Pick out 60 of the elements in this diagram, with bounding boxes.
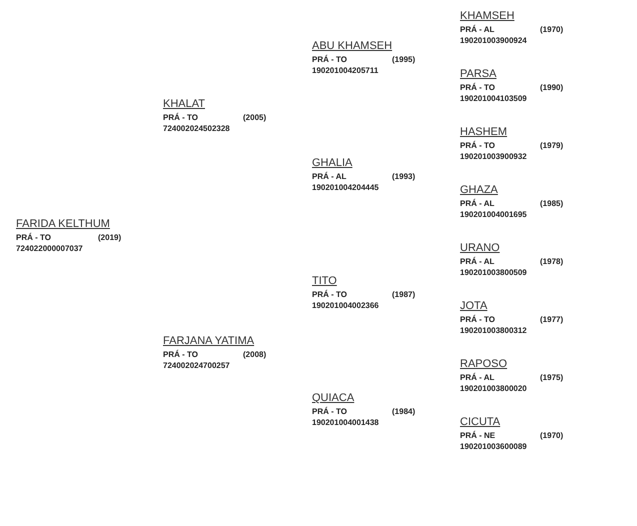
registration-number: 190201003800312: [460, 326, 527, 335]
registration-number: 724022000007037: [16, 244, 83, 253]
registration-number: 724002024700257: [163, 361, 230, 370]
birth-year: (1978): [540, 257, 564, 266]
horse-name: GHALIA: [312, 157, 352, 169]
breed-code: PRÁ - NE: [460, 431, 496, 440]
horse-name: ABU KHAMSEH: [312, 40, 392, 52]
birth-year: (2005): [243, 113, 266, 122]
registration-number: 190201004001438: [312, 418, 379, 427]
registration-number: 190201003800509: [460, 268, 527, 277]
horse-name: KHAMSEH: [460, 10, 514, 22]
breed-code: PRÁ - TO: [460, 83, 495, 92]
registration-number: 724002024502328: [163, 124, 230, 133]
registration-number: 190201003600089: [460, 442, 527, 451]
breed-code: PRÁ - AL: [460, 25, 494, 34]
breed-code: PRÁ - AL: [460, 199, 494, 208]
birth-year: (1984): [392, 407, 416, 416]
breed-code: PRÁ - TO: [460, 315, 495, 324]
horse-name: QUIACA: [312, 392, 354, 404]
breed-code: PRÁ - TO: [16, 233, 51, 242]
birth-year: (2008): [243, 350, 266, 359]
birth-year: (1990): [540, 83, 564, 92]
horse-name: PARSA: [460, 68, 496, 80]
breed-code: PRÁ - AL: [460, 373, 494, 382]
registration-number: 190201004205711: [312, 66, 378, 75]
breed-code: PRÁ - AL: [312, 172, 346, 181]
horse-name: URANO: [460, 242, 500, 254]
breed-code: PRÁ - TO: [163, 113, 198, 122]
breed-code: PRÁ - TO: [312, 407, 347, 416]
breed-code: PRÁ - AL: [460, 257, 494, 266]
horse-name: KHALAT: [163, 98, 205, 110]
horse-name: TITO: [312, 275, 337, 287]
birth-year: (1993): [392, 172, 416, 181]
registration-number: 190201004204445: [312, 183, 379, 192]
registration-number: 190201004002366: [312, 301, 379, 310]
birth-year: (1995): [392, 55, 416, 64]
birth-year: (1979): [540, 141, 564, 150]
registration-number: 190201003800020: [460, 384, 527, 393]
birth-year: (1985): [540, 199, 564, 208]
birth-year: (1975): [540, 373, 564, 382]
horse-name: FARJANA YATIMA: [163, 335, 254, 347]
birth-year: (2019): [98, 233, 122, 242]
breed-code: PRÁ - TO: [163, 350, 198, 359]
breed-code: PRÁ - TO: [312, 290, 347, 299]
birth-year: (1970): [540, 25, 564, 34]
horse-name: FARIDA KELTHUM: [16, 218, 110, 230]
registration-number: 190201004001695: [460, 210, 527, 219]
birth-year: (1987): [392, 290, 416, 299]
horse-name: GHAZA: [460, 184, 498, 196]
breed-code: PRÁ - TO: [460, 141, 495, 150]
horse-name: CICUTA: [460, 416, 500, 428]
registration-number: 190201003900924: [460, 36, 527, 45]
registration-number: 190201003900932: [460, 152, 527, 161]
registration-number: 190201004103509: [460, 94, 527, 103]
horse-name: JOTA: [460, 300, 488, 312]
birth-year: (1970): [540, 431, 564, 440]
birth-year: (1977): [540, 315, 564, 324]
horse-name: HASHEM: [460, 126, 508, 138]
breed-code: PRÁ - TO: [312, 55, 347, 64]
horse-name: RAPOSO: [460, 358, 508, 370]
